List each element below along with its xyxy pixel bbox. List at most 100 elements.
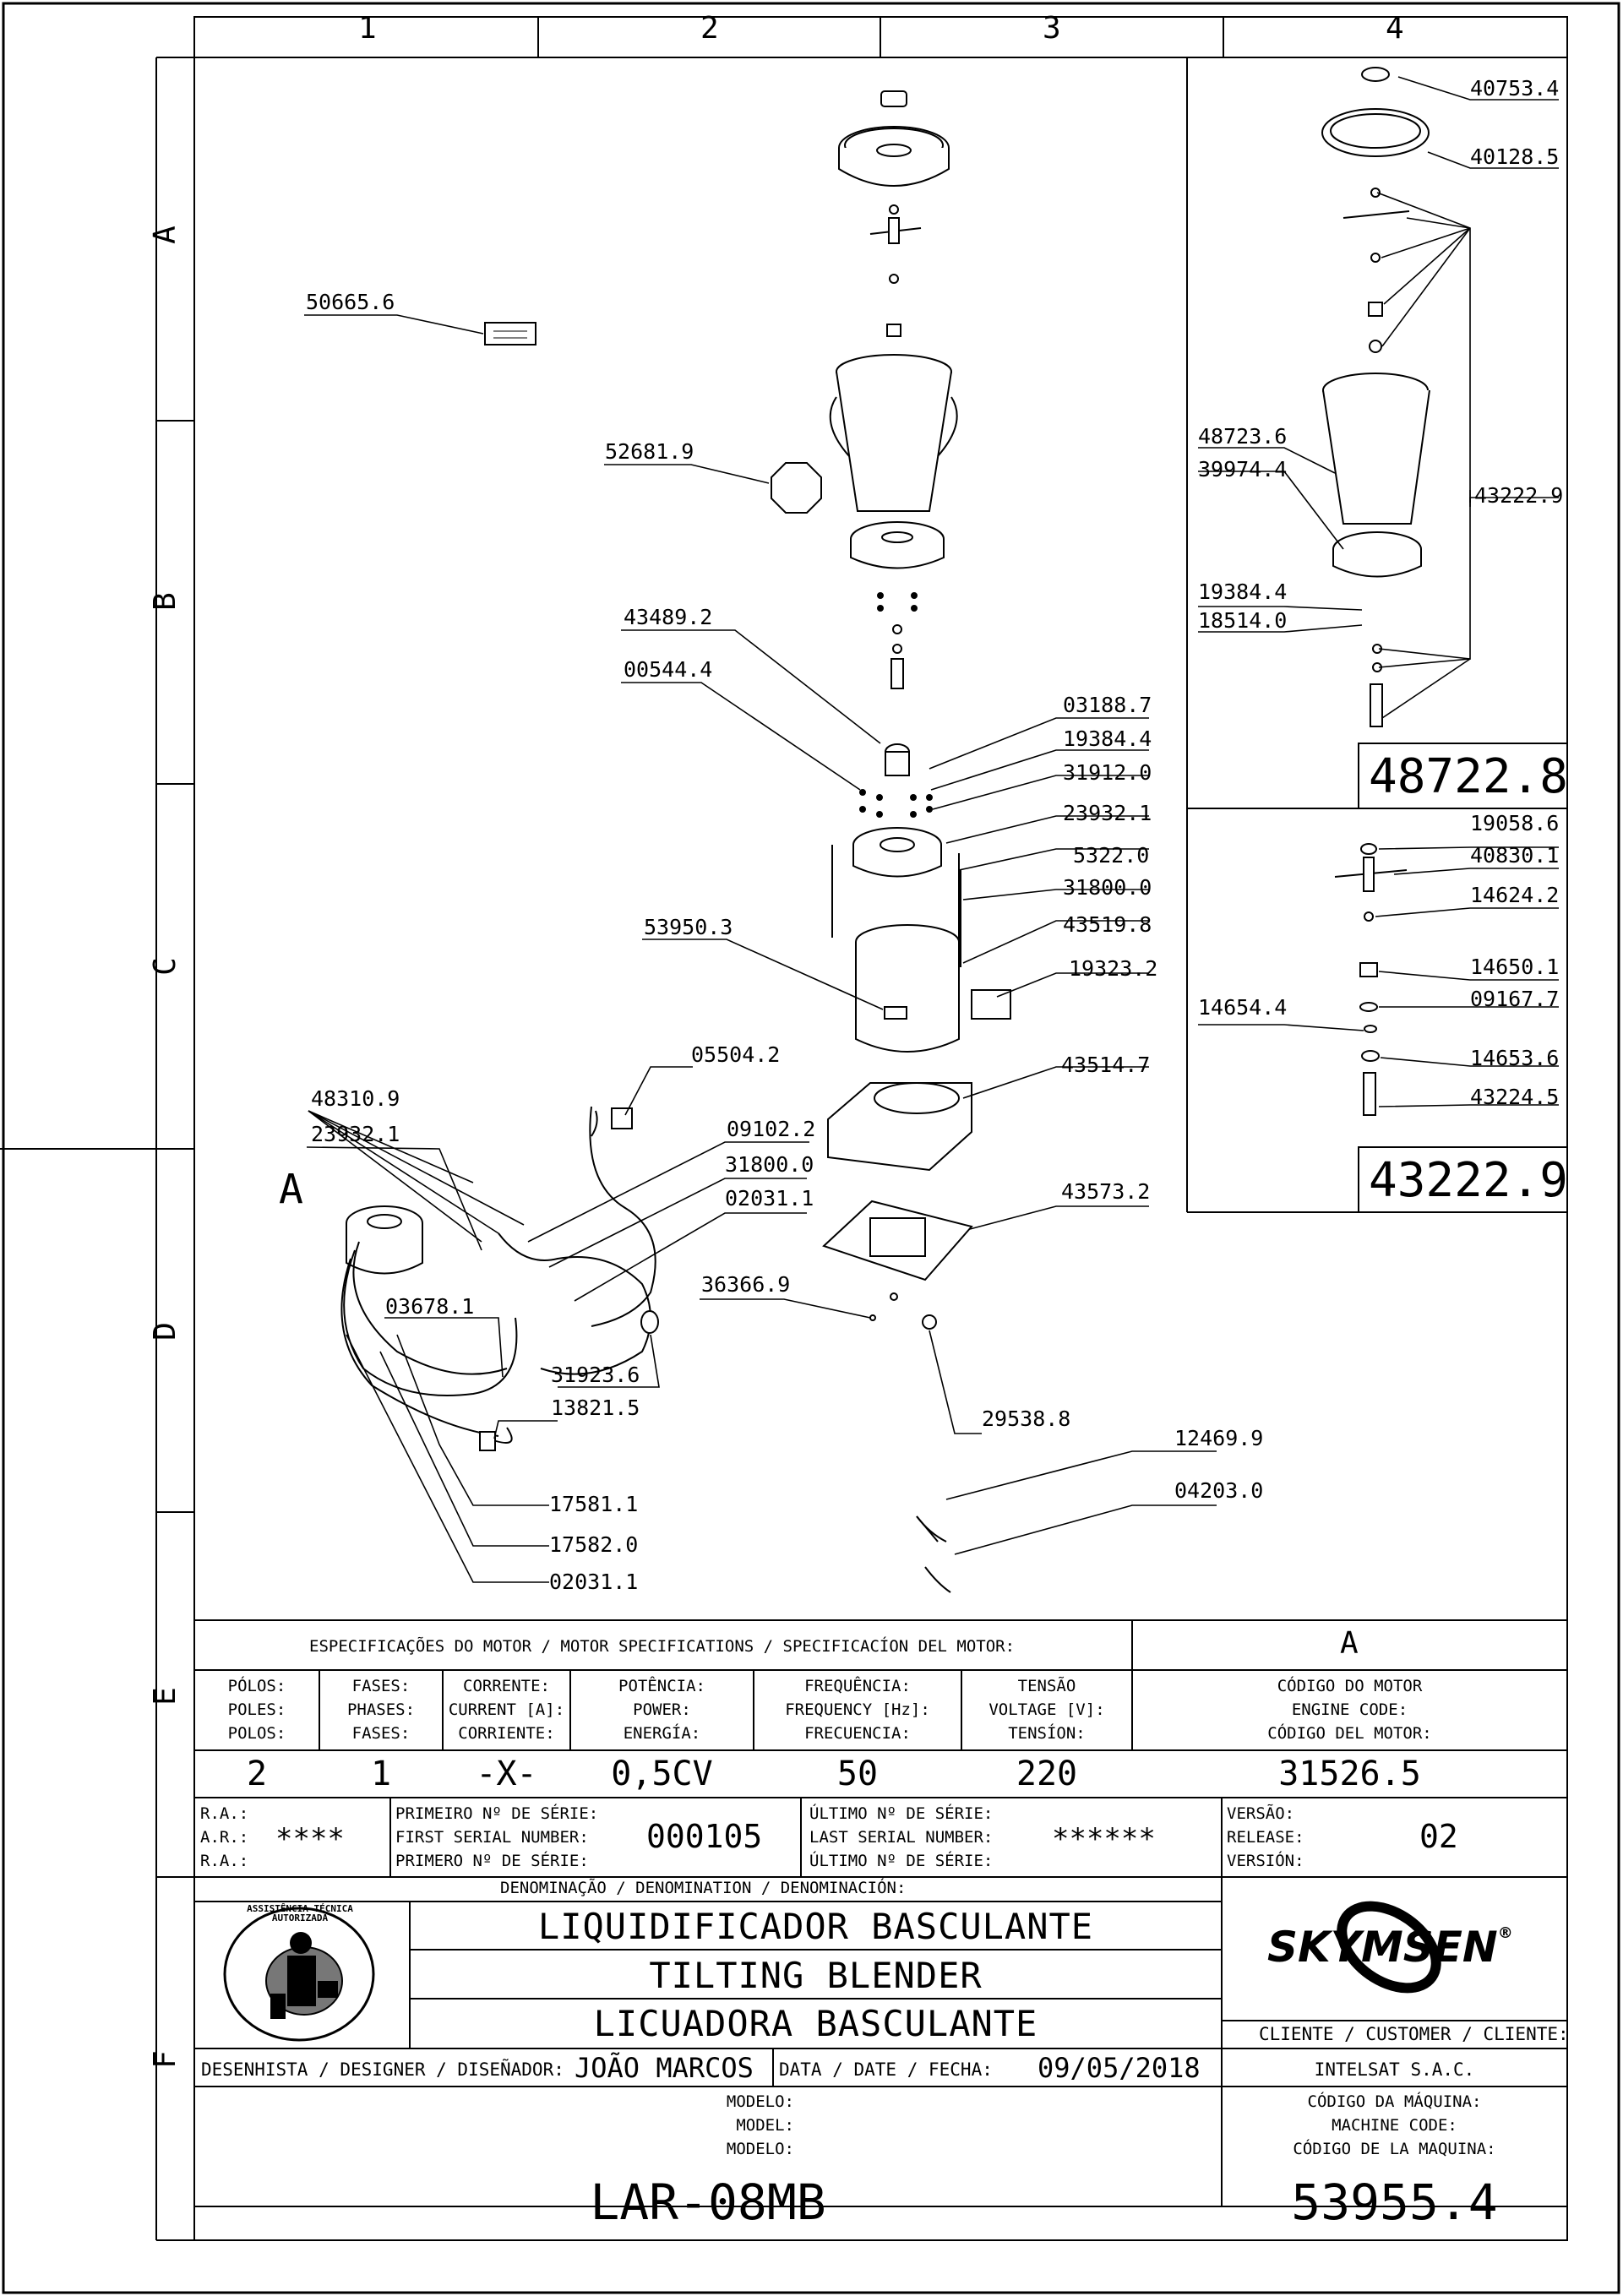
machine-code-value: 53955.4 [1291, 2174, 1498, 2231]
value-frequency: 50 [836, 1755, 879, 1793]
header-frequency: FREQUÊNCIA: FREQUENCY [Hz]: FRECUENCIA: [785, 1677, 930, 1744]
registered-mark: ® [1497, 1924, 1513, 1942]
part-label: 40830.1 [1470, 843, 1560, 868]
header-engine-code: CÓDIGO DO MOTOR ENGINE CODE: CÓDIGO DEL … [1267, 1677, 1432, 1744]
part-label: 29538.8 [982, 1406, 1071, 1431]
part-label: 19323.2 [1069, 956, 1158, 981]
part-label: 40753.4 [1470, 76, 1560, 101]
value-voltage: 220 [1016, 1755, 1078, 1793]
part-label: 17581.1 [549, 1492, 639, 1516]
part-label: 23932.1 [311, 1122, 400, 1146]
callout-a: A [279, 1166, 303, 1213]
denomination-label: DENOMINAÇÃO / DENOMINATION / DENOMINACIÓ… [500, 1879, 907, 1897]
grid-row-F: F [147, 2050, 182, 2069]
denomination-en: TILTING BLENDER [649, 1955, 983, 1996]
value-phases: 1 [370, 1755, 392, 1793]
last-serial-value: ****** [1052, 1822, 1156, 1856]
part-label: 43222.9 [1474, 483, 1564, 508]
value-current: -X- [476, 1755, 537, 1793]
last-serial-label: ÚLTIMO Nº DE SÉRIE: LAST SERIAL NUMBER: … [809, 1804, 994, 1871]
grid-row-B: B [147, 592, 182, 611]
brand-name-text: SKYMSEN [1267, 1923, 1498, 1972]
customer-value: INTELSAT S.A.C. [1314, 2059, 1475, 2080]
part-label: 12469.9 [1174, 1426, 1264, 1450]
part-label: 03188.7 [1063, 693, 1152, 717]
grid-column-2: 2 [700, 11, 719, 46]
part-label: 03678.1 [385, 1294, 475, 1319]
model-label: MODELO: MODEL: MODELO: [726, 2092, 794, 2159]
part-label: 31923.6 [551, 1363, 640, 1387]
motor-callout: A [1340, 1626, 1359, 1661]
part-label: 09102.2 [727, 1117, 816, 1141]
part-label: 19058.6 [1470, 811, 1560, 835]
part-label: 31912.0 [1063, 760, 1152, 785]
part-label: 14654.4 [1198, 995, 1288, 1020]
grid-column-4: 4 [1386, 11, 1404, 46]
grid-row-A: A [147, 226, 182, 244]
part-label: 00544.4 [624, 657, 713, 682]
part-label: 43573.2 [1061, 1179, 1151, 1204]
kit-code-43222: 43222.9 [1369, 1153, 1569, 1208]
part-label: 5322.0 [1073, 843, 1150, 868]
header-voltage: TENSÃO VOLTAGE [V]: TENSÍON: [989, 1677, 1105, 1744]
part-label: 31800.0 [1063, 875, 1152, 900]
designer-value: JOÃO MARCOS [575, 2052, 754, 2084]
grid-row-D: D [147, 1322, 182, 1341]
part-label: 43519.8 [1063, 912, 1152, 937]
header-power: POTÊNCIA: POWER: ENERGÍA: [618, 1677, 705, 1744]
value-power: 0,5CV [611, 1755, 713, 1793]
header-poles: PÓLOS: POLES: POLOS: [227, 1677, 286, 1744]
part-label: 53950.3 [644, 915, 733, 939]
technical-assistance-stamp [223, 1907, 375, 2042]
first-serial-value: 000105 [646, 1818, 763, 1855]
motor-spec-title: ESPECIFICAÇÕES DO MOTOR / MOTOR SPECIFIC… [309, 1637, 1016, 1656]
release-label: VERSÃO: RELEASE: VERSIÓN: [1227, 1804, 1304, 1871]
customer-label: CLIENTE / CUSTOMER / CLIENTE: [1259, 2024, 1569, 2044]
ra-label: R.A.: A.R.: R.A.: [200, 1804, 249, 1871]
part-label: 39974.4 [1198, 457, 1288, 482]
skymsen-logo [1337, 1901, 1441, 1994]
part-label: 19384.4 [1198, 579, 1288, 604]
part-label: 36366.9 [701, 1272, 791, 1297]
part-label: 19384.4 [1063, 726, 1152, 751]
part-label: 50665.6 [306, 290, 395, 314]
grid-row-E: E [147, 1687, 182, 1706]
grid-row-C: C [147, 957, 182, 976]
part-label: 48723.6 [1198, 424, 1288, 449]
part-label: 23932.1 [1063, 801, 1152, 825]
header-phases: FASES: PHASES: FASES: [346, 1677, 416, 1744]
part-label: 13821.5 [551, 1396, 640, 1420]
header-current: CORRENTE: CURRENT [A]: CORRIENTE: [448, 1677, 565, 1744]
value-engine-code: 31526.5 [1278, 1755, 1421, 1793]
part-label: 04203.0 [1174, 1478, 1264, 1503]
brand-name: SKYMSEN® [1267, 1924, 1513, 1969]
grid-column-1: 1 [358, 11, 377, 46]
part-label: 05504.2 [691, 1042, 781, 1067]
part-label: 43514.7 [1061, 1053, 1151, 1077]
part-label: 48310.9 [311, 1086, 400, 1111]
part-label: 14650.1 [1470, 955, 1560, 979]
part-label: 14624.2 [1470, 883, 1560, 907]
part-label: 02031.1 [549, 1570, 639, 1594]
machine-code-label: CÓDIGO DA MÁQUINA: MACHINE CODE: CÓDIGO … [1293, 2092, 1496, 2159]
denomination-pt: LIQUIDIFICADOR BASCULANTE [537, 1906, 1094, 1947]
denomination-es: LICUADORA BASCULANTE [593, 2003, 1038, 2044]
part-label: 43489.2 [624, 605, 713, 629]
value-poles: 2 [246, 1755, 268, 1793]
stamp-text: ASSISTÊNCIA TÉCNICA AUTORIZADA [247, 1903, 353, 1923]
part-label: 02031.1 [725, 1186, 814, 1211]
part-label: 43224.5 [1470, 1085, 1560, 1109]
designer-label: DESENHISTA / DESIGNER / DISEÑADOR: [201, 2059, 564, 2080]
part-label: 17582.0 [549, 1532, 639, 1557]
kit-code-48722: 48722.8 [1369, 749, 1569, 804]
part-label: 52681.9 [605, 439, 694, 464]
release-value: 02 [1419, 1818, 1458, 1855]
grid-column-3: 3 [1043, 11, 1061, 46]
ra-value: **** [275, 1822, 345, 1856]
date-label: DATA / DATE / FECHA: [779, 2059, 993, 2080]
part-label: 31800.0 [725, 1152, 814, 1177]
first-serial-label: PRIMEIRO Nº DE SÉRIE: FIRST SERIAL NUMBE… [395, 1804, 599, 1871]
model-value: LAR-08MB [590, 2174, 826, 2231]
part-label: 18514.0 [1198, 608, 1288, 633]
